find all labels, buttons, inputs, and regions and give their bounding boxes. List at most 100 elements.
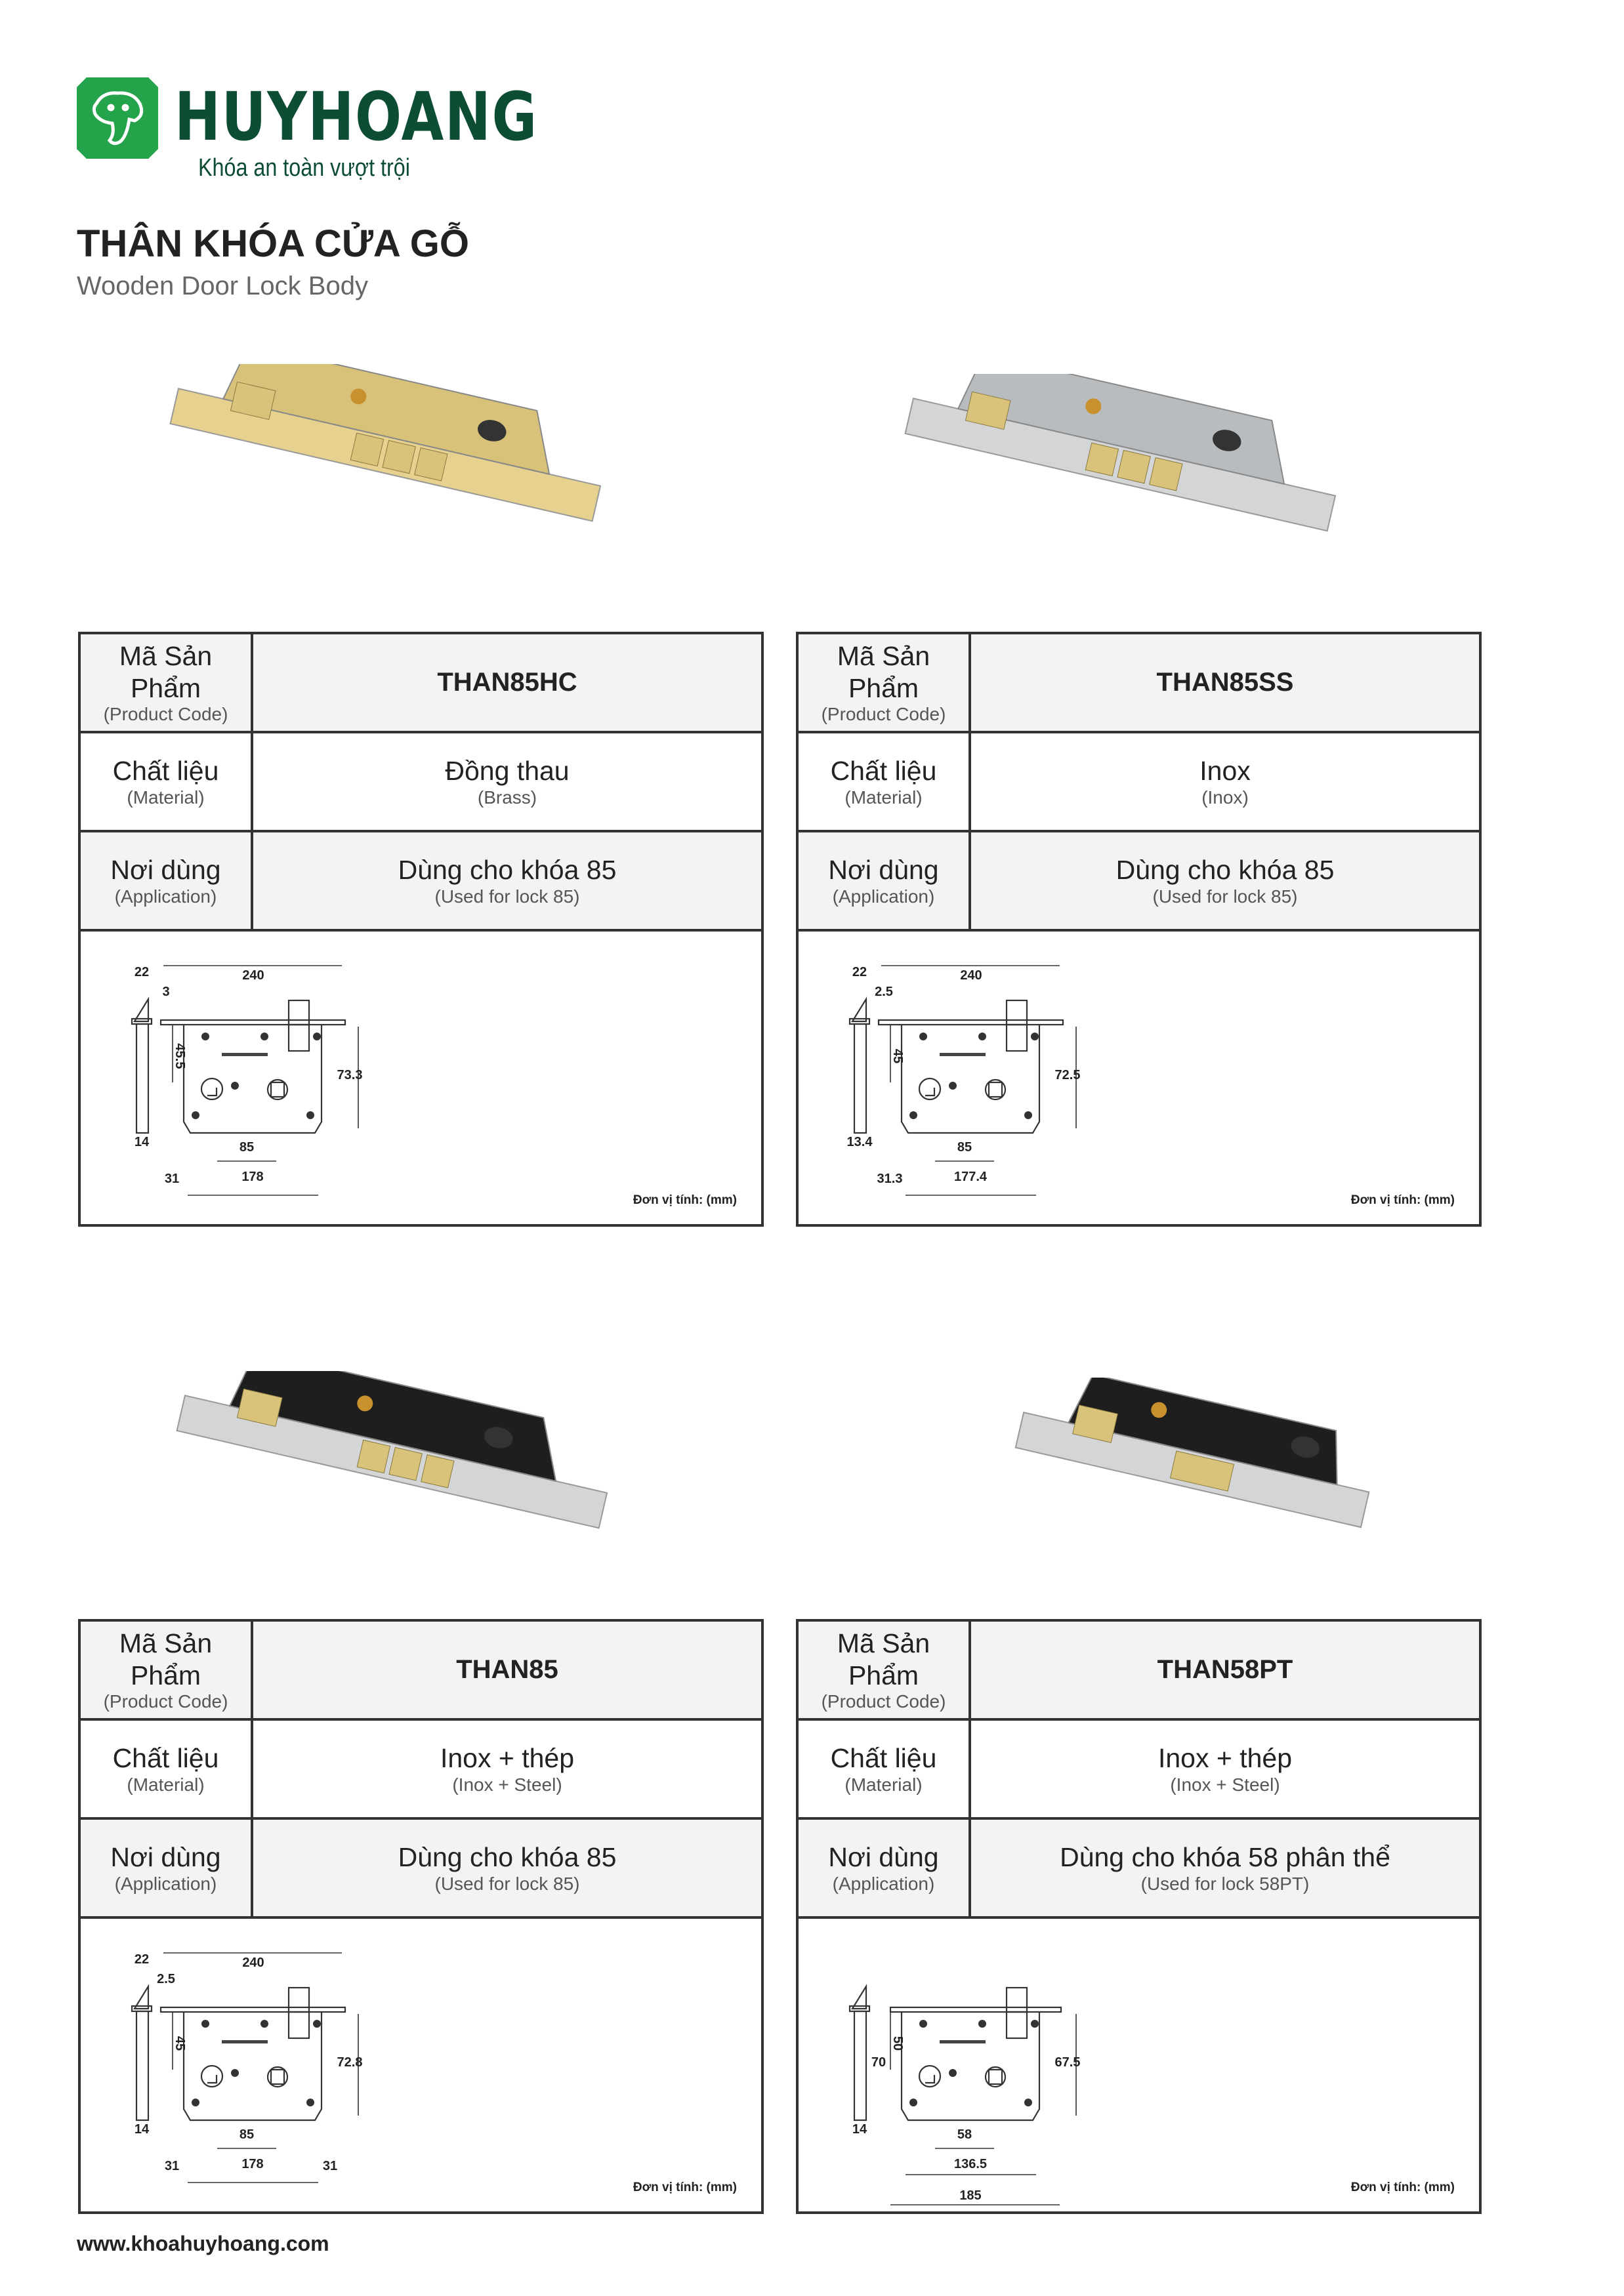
row-label-en: (Material) [844, 1774, 923, 1795]
unit-label: Đơn vị tính: (mm) [1351, 1193, 1455, 1207]
row-label-en: (Application) [832, 1873, 935, 1894]
product-code: THAN85SS [1156, 668, 1294, 697]
product-photo-than85ss [886, 353, 1345, 600]
application-value: Dùng cho khóa 85 [398, 1842, 617, 1873]
row-label: Nơi dùng [110, 855, 221, 886]
page-subtitle: Wooden Door Lock Body [77, 272, 368, 300]
row-label-en: (Product Code) [821, 703, 946, 724]
material-value: Inox + thép [440, 1743, 575, 1774]
material-value-en: (Inox + Steel) [1170, 1774, 1280, 1795]
row-label-en: (Product Code) [821, 1691, 946, 1712]
material-value: Inox + thép [1157, 1743, 1293, 1774]
application-value-en: (Used for lock 85) [434, 886, 580, 907]
website-link[interactable]: www.khoahuyhoang.com [77, 2232, 329, 2255]
dimension-backset: 45.5 [173, 1044, 187, 1069]
unit-label: Đơn vị tính: (mm) [1351, 2181, 1455, 2194]
dimension-body: 178 [241, 2157, 263, 2171]
row-label: Mã Sản Phẩm [837, 641, 930, 703]
row-label: Nơi dùng [110, 1842, 221, 1873]
row-label-en: (Product Code) [103, 703, 228, 724]
application-value: Dùng cho khóa 85 [1115, 855, 1335, 886]
dimension-offset: 31.3 [877, 1172, 903, 1186]
product-code-row: Mã Sản Phẩm(Product Code) THAN58PT [799, 1622, 1479, 1721]
material-value-en: (Inox) [1201, 787, 1249, 808]
product-code: THAN58PT [1157, 1655, 1293, 1684]
dimension-body: 136.5 [954, 2157, 987, 2171]
row-label: Nơi dùng [828, 1842, 939, 1873]
application-row: Nơi dùng(Application)Dùng cho khóa 85(Us… [799, 832, 1479, 932]
unit-label: Đơn vị tính: (mm) [633, 1193, 737, 1207]
dimension-center: 85 [239, 1140, 254, 1155]
dimension-center: 85 [239, 2127, 254, 2142]
product-code-row: Mã Sản Phẩm(Product Code)THAN85HC [81, 634, 761, 733]
dimension-offset: 31 [165, 2159, 179, 2173]
material-row: Chất liệu(Material) Inox + thép(Inox + St… [799, 1721, 1479, 1820]
dimension-plate: 2.5 [157, 1972, 175, 1986]
dimension-total: 240 [960, 968, 982, 983]
application-value-en: (Used for lock 85) [1152, 886, 1298, 907]
row-label-en: (Application) [114, 886, 217, 907]
unit-label: Đơn vị tính: (mm) [633, 2181, 737, 2194]
application-value-en: (Used for lock 58PT) [1140, 1873, 1310, 1894]
application-row: Nơi dùng(Application) Dùng cho khóa 85(Us… [81, 832, 761, 932]
product-spec-table: Mã Sản Phẩm(Product Code) THAN58PT Chất li… [796, 1619, 1482, 2214]
row-label: Nơi dùng [828, 855, 939, 886]
dimension-total: 240 [242, 1956, 264, 1970]
dimension-side_t: 14 [135, 2122, 150, 2137]
row-label-en: (Material) [127, 1774, 205, 1795]
material-value-en: (Inox + Steel) [452, 1774, 562, 1795]
material-value-en: (Brass) [477, 787, 537, 808]
dimension-total_b: 185 [959, 2188, 981, 2203]
row-label: Chất liệu [830, 756, 937, 787]
product-photo-than85 [157, 1350, 617, 1597]
row-label-en: (Application) [114, 1873, 217, 1894]
dimension-side_t: 14 [852, 2122, 867, 2137]
dimension-side_t: 14 [135, 1135, 150, 1149]
dimension-side_w: 22 [852, 965, 867, 979]
brand-name: HUYHOANG [175, 78, 538, 156]
dimension-center: 58 [957, 2127, 972, 2142]
dimension-side_t: 13.4 [847, 1135, 873, 1149]
dimension-body: 178 [241, 1170, 263, 1184]
brand-slogan: Khóa an toàn vượt trội [198, 154, 410, 182]
dimension-height: 72.8 [337, 2055, 363, 2070]
huyhoang-elephant-logo [77, 77, 158, 159]
material-value: Inox [1199, 756, 1251, 787]
application-row: Nơi dùng(Application) Dùng cho khóa 85(Us… [81, 1820, 761, 1919]
product-code-row: Mã Sản Phẩm(Product Code)THAN85 [81, 1622, 761, 1721]
row-label: Mã Sản Phẩm [837, 1628, 930, 1691]
row-label-en: (Product Code) [103, 1691, 228, 1712]
row-label: Chất liệu [112, 1743, 219, 1774]
material-row: Chất liệu(Material) Inox + thép(Inox + St… [81, 1721, 761, 1820]
application-row: Nơi dùng(Application)Dùng cho khóa 58 ph… [799, 1820, 1479, 1919]
dimension-side_w: 22 [135, 1952, 149, 1967]
row-label: Mã Sản Phẩm [119, 641, 213, 703]
application-value: Dùng cho khóa 85 [398, 855, 617, 886]
dimension-backset: 45 [890, 1049, 905, 1063]
product-spec-table: Mã Sản Phẩm(Product Code) THAN85SS Chất li… [796, 632, 1482, 1227]
application-value-en: (Used for lock 85) [434, 1873, 580, 1894]
product-photo-than85hc [151, 343, 610, 590]
dimension-plate: 2.5 [875, 985, 893, 999]
dimension-total: 240 [242, 968, 264, 983]
dimension-height: 72.5 [1055, 1068, 1081, 1082]
dimension-side_w: 22 [135, 965, 149, 979]
row-label: Chất liệu [112, 756, 219, 787]
dimension-height_l: 70 [871, 2055, 886, 2070]
row-label-en: (Material) [844, 787, 923, 808]
page-title: THÂN KHÓA CỬA GỖ [77, 222, 470, 265]
product-code: THAN85 [456, 1655, 558, 1684]
material-row: Chất liệu(Material)Đồng thau(Brass) [81, 733, 761, 832]
dimension-height: 67.5 [1055, 2055, 1081, 2070]
product-photo-than58pt [951, 1374, 1411, 1604]
dimension-offset_r: 31 [323, 2159, 337, 2173]
dimension-plate: 3 [162, 985, 169, 999]
row-label: Chất liệu [830, 1743, 937, 1774]
